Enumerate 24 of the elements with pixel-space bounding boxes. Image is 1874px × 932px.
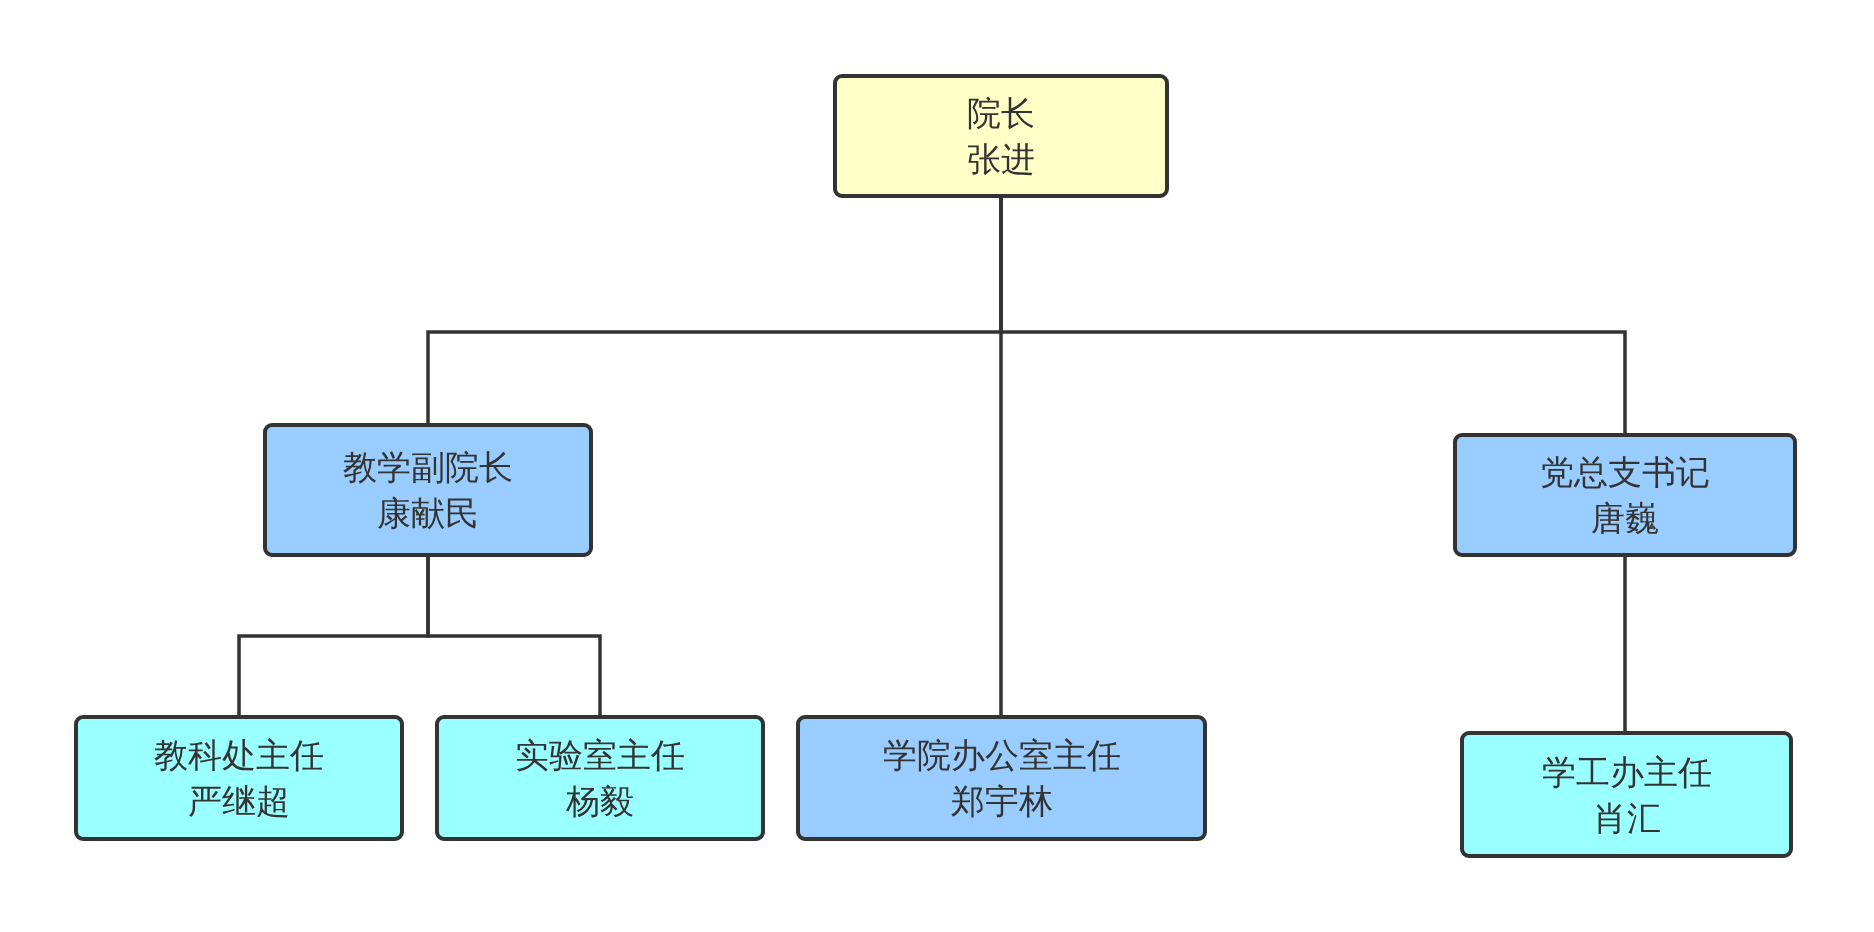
person-name: 张进 xyxy=(967,138,1035,181)
connector-line xyxy=(426,557,602,715)
person-name: 肖汇 xyxy=(1592,796,1661,840)
job-title: 院长 xyxy=(967,92,1035,135)
job-title: 实验室主任 xyxy=(515,734,685,777)
connector-line xyxy=(999,198,1627,433)
person-name: 严继超 xyxy=(188,780,290,823)
person-name: 康献民 xyxy=(377,492,479,535)
position-box xyxy=(435,715,765,841)
job-title: 学院办公室主任 xyxy=(882,734,1121,777)
position-box xyxy=(263,423,593,557)
job-title: 教科处主任 xyxy=(154,734,324,777)
person-name: 郑宇林 xyxy=(950,780,1053,823)
position-box xyxy=(833,74,1169,198)
connector-line xyxy=(1623,557,1627,731)
position-box xyxy=(1460,731,1793,858)
position-box xyxy=(796,715,1207,841)
person-name: 唐巍 xyxy=(1591,497,1659,540)
position-box xyxy=(1453,433,1797,557)
job-title: 党总支书记 xyxy=(1540,451,1710,494)
job-title: 教学副院长 xyxy=(343,446,513,489)
person-name: 杨毅 xyxy=(566,780,634,823)
position-box xyxy=(74,715,404,841)
job-title: 学工办主任 xyxy=(1541,750,1712,794)
